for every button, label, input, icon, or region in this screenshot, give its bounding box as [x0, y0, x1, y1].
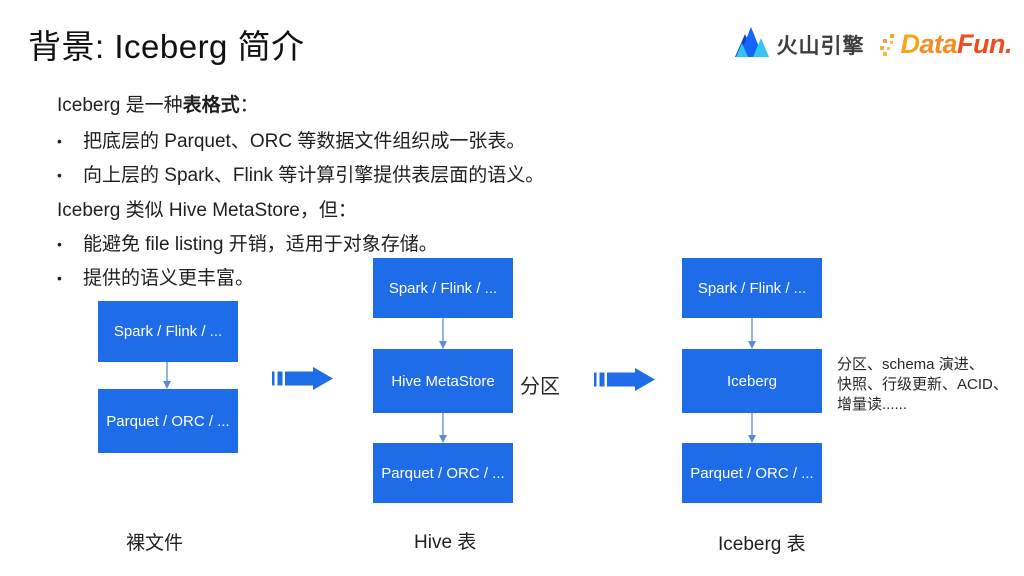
box-parquet-orc-left: Parquet / ORC / ...: [98, 389, 238, 453]
column-label-bare-files: 裸文件: [126, 533, 184, 554]
datafun-wordmark: DataFun.: [900, 29, 1012, 59]
iceberg-annotation: 分区、schema 演进、 快照、行级更新、ACID、 增量读......: [837, 356, 1008, 413]
box-spark-flink-right: Spark / Flink / ...: [682, 258, 822, 318]
box-hive-metastore: Hive MetaStore: [373, 349, 513, 413]
down-arrow-icon: [437, 318, 449, 354]
bullet-item: •把底层的 Parquet、ORC 等数据文件组织成一张表。: [57, 131, 526, 152]
column-label-iceberg-table: Iceberg 表: [718, 534, 806, 555]
bullet-item: •能避免 file listing 开销，适用于对象存储。: [57, 234, 438, 255]
bullet-icon: •: [57, 236, 62, 252]
logo-bar: 火山引擎 DataFun.: [735, 27, 1012, 62]
box-spark-flink-left: Spark / Flink / ...: [98, 301, 238, 362]
datafun-dots-icon: [880, 33, 898, 62]
right-arrow-icon: [594, 368, 655, 396]
box-parquet-orc-right: Parquet / ORC / ...: [682, 443, 822, 503]
box-spark-flink-middle: Spark / Flink / ...: [373, 258, 513, 318]
body-heading-2: Iceberg 类似 Hive MetaStore，但：: [57, 200, 357, 221]
datafun-logo: DataFun.: [880, 27, 1012, 62]
down-arrow-icon: [746, 318, 758, 354]
mountain-icon: [735, 27, 770, 62]
bullet-icon: •: [57, 270, 62, 286]
right-arrow-icon: [272, 367, 333, 395]
box-iceberg: Iceberg: [682, 349, 822, 413]
down-arrow-icon: [437, 413, 449, 448]
bullet-icon: •: [57, 133, 62, 149]
bullet-item: •提供的语义更丰富。: [57, 268, 255, 289]
down-arrow-icon: [161, 362, 173, 394]
hive-annotation: 分区: [520, 376, 560, 398]
down-arrow-icon: [746, 413, 758, 448]
box-parquet-orc-middle: Parquet / ORC / ...: [373, 443, 513, 503]
page-title: 背景: Iceberg 简介: [28, 28, 305, 65]
volcengine-wordmark: 火山引擎: [776, 34, 865, 58]
volcengine-logo: 火山引擎: [735, 27, 864, 62]
column-label-hive-table: Hive 表: [414, 532, 477, 553]
bullet-icon: •: [57, 167, 62, 183]
body-heading-1: Iceberg 是一种表格式：: [57, 95, 259, 116]
bullet-item: •向上层的 Spark、Flink 等计算引擎提供表层面的语义。: [57, 165, 545, 186]
